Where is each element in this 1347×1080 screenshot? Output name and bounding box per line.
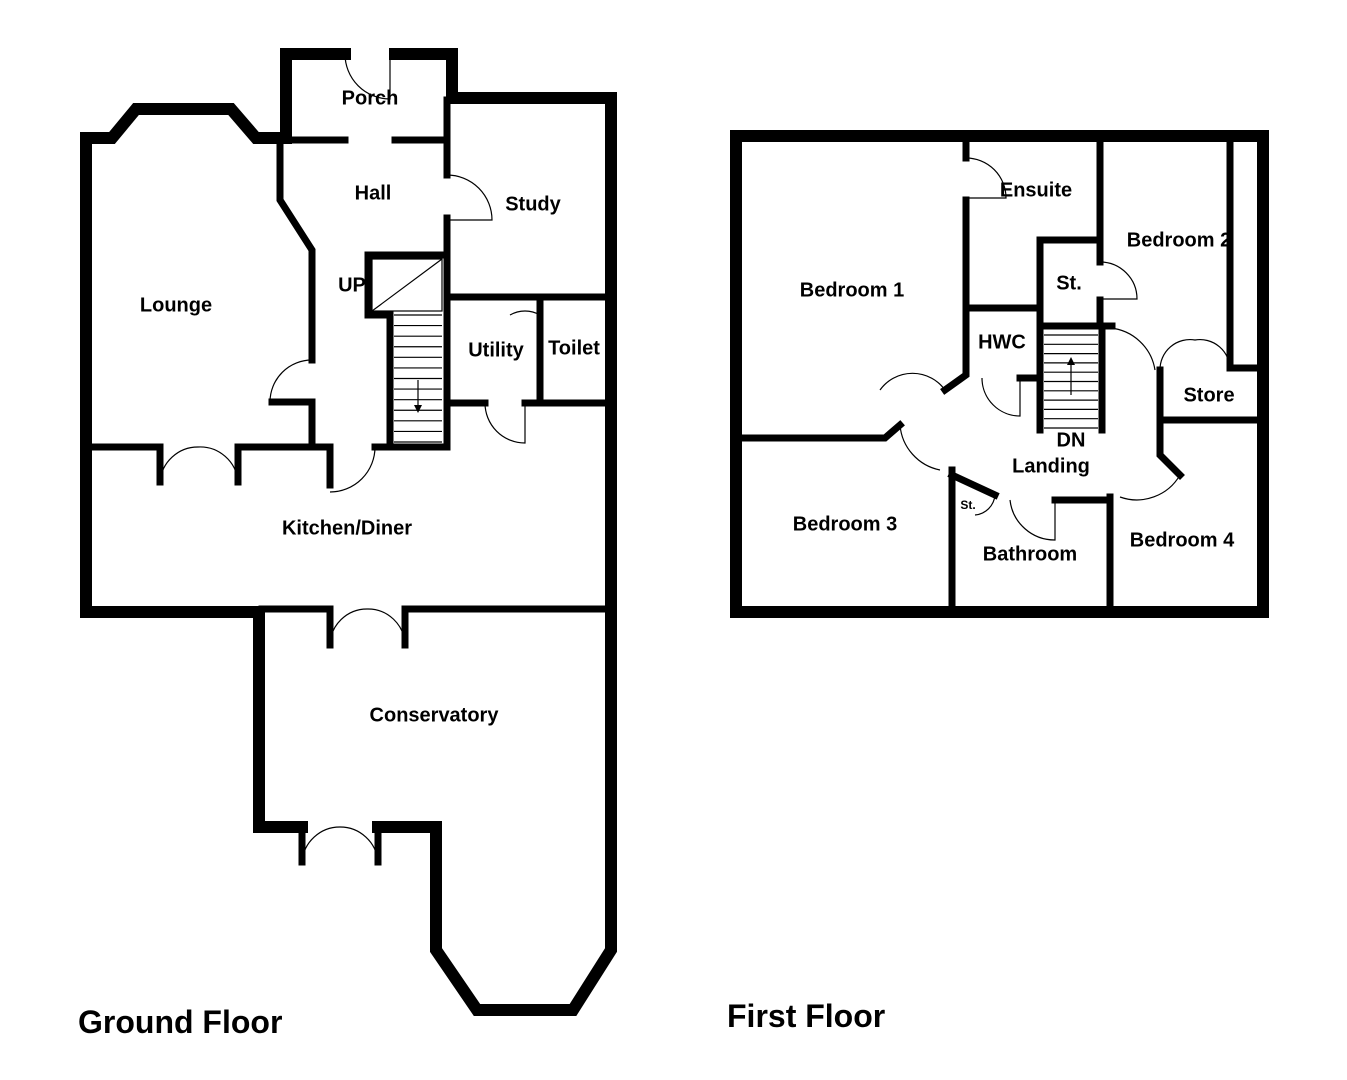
cupboard-wall — [947, 470, 1000, 500]
room-label-bedroom-3: Bedroom 3 — [793, 513, 897, 535]
room-label-conservatory: Conservatory — [370, 704, 500, 726]
bedroom2-door — [1099, 261, 1138, 300]
first-floor-title: First Floor — [727, 998, 885, 1034]
hwc-wall — [940, 304, 970, 395]
first-floor-plan: Ensuite Bedroom 2 Bedroom 1 St. HWC Stor… — [727, 130, 1269, 1034]
room-label-utility: Utility — [468, 339, 524, 361]
ensuite-door — [965, 157, 1007, 199]
room-label-bathroom: Bathroom — [983, 543, 1077, 565]
room-label-hall: Hall — [355, 182, 392, 204]
ground-floor-title: Ground Floor — [78, 1004, 282, 1040]
bedroom3-door — [899, 424, 941, 471]
staircase — [364, 251, 449, 451]
room-label-lounge: Lounge — [140, 294, 212, 316]
lounge-door — [269, 359, 313, 403]
stairs-down-label: DN — [1057, 429, 1086, 451]
study-door — [446, 174, 493, 221]
utility-door — [484, 402, 526, 444]
bathroom-door — [1009, 499, 1056, 541]
room-label-store: Store — [1183, 384, 1234, 406]
room-label-bedroom-4: Bedroom 4 — [1130, 529, 1235, 551]
bedroom4-door — [1119, 474, 1181, 501]
porch-door — [344, 53, 391, 100]
room-label-bathroom-store: St. — [960, 498, 975, 512]
bedroom1-3-wall — [736, 420, 905, 442]
conservatory-french-doors — [329, 608, 406, 646]
kitchen-wall — [234, 443, 334, 489]
room-label-porch: Porch — [342, 87, 399, 109]
garden-french-doors — [301, 826, 379, 863]
stairs-up-label: UP — [338, 274, 366, 296]
room-label-store-cupboard: St. — [1056, 272, 1082, 294]
room-label-hwc: HWC — [978, 331, 1026, 353]
room-label-kitchen-diner: Kitchen/Diner — [282, 517, 412, 539]
first-floor-staircase — [1044, 334, 1098, 429]
store-french-doors — [1159, 338, 1231, 371]
cupboard-door — [974, 494, 996, 516]
ensuite-wall — [962, 196, 1044, 312]
bedroom1-door — [879, 372, 946, 391]
room-label-bedroom-1: Bedroom 1 — [800, 279, 904, 301]
ground-floor-outer-wall — [372, 48, 617, 1016]
hall-lounge-wall — [276, 136, 316, 364]
bedroom2-wall — [1226, 136, 1263, 372]
ground-floor-plan: Porch Hall Study UP Lounge Utility Toile… — [78, 48, 617, 1040]
conservatory-wall — [258, 605, 334, 649]
bedroom2-wall — [1096, 296, 1116, 330]
kitchen-door — [329, 446, 376, 493]
room-label-ensuite: Ensuite — [1000, 179, 1072, 201]
ground-floor-outer-wall — [80, 48, 351, 144]
bedroom4-wall — [1156, 416, 1185, 480]
hall-lounge-wall — [268, 398, 316, 451]
first-floor-outer-wall — [730, 130, 1269, 618]
toilet-door — [509, 310, 541, 316]
room-label-bedroom-2: Bedroom 2 — [1127, 229, 1231, 251]
hwc-door — [981, 377, 1021, 417]
lounge-french-doors — [159, 446, 239, 483]
conservatory-wall — [401, 605, 612, 649]
ground-floor-outer-wall — [80, 132, 308, 833]
room-label-toilet: Toilet — [548, 337, 600, 359]
kitchen-wall — [86, 443, 164, 486]
landing-door — [1109, 327, 1156, 371]
room-label-study: Study — [505, 193, 561, 215]
room-label-landing: Landing — [1012, 455, 1090, 477]
